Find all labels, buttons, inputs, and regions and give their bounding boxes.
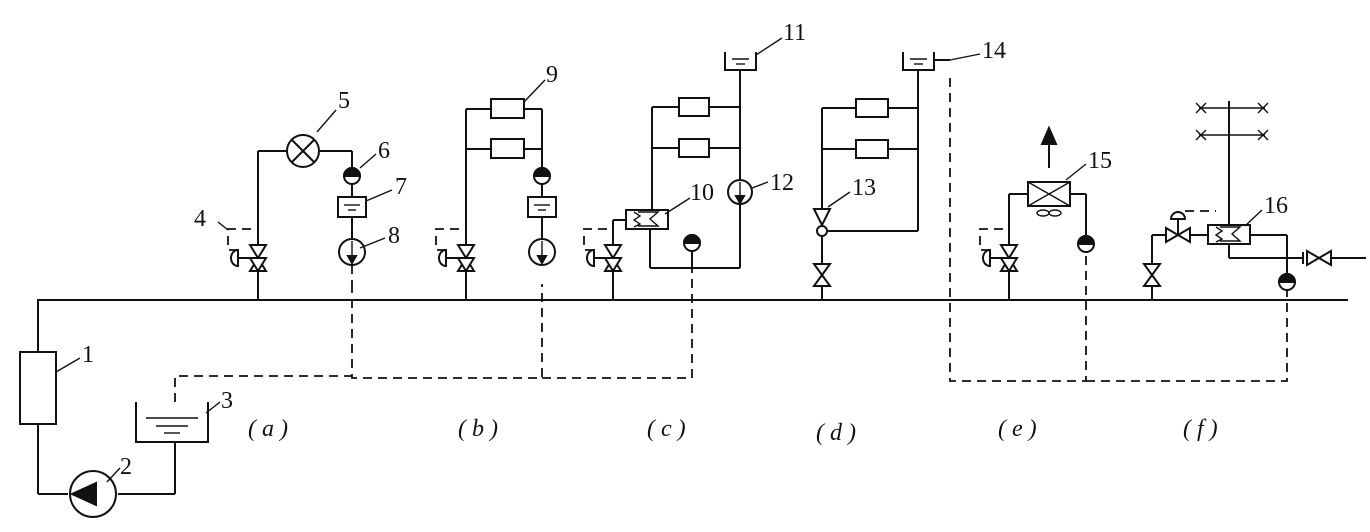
caption-c: ( c ) xyxy=(647,416,686,442)
label-16: 16 xyxy=(1264,193,1288,219)
caption-a: ( a ) xyxy=(248,416,288,442)
caption-e: ( e ) xyxy=(998,416,1037,442)
section-c xyxy=(583,52,757,300)
component-8-flow-meter xyxy=(338,238,366,266)
component-11-tank xyxy=(724,52,757,71)
section-e xyxy=(979,125,1096,300)
section-a xyxy=(227,134,367,300)
main-supply-line xyxy=(37,299,1348,352)
label-1: 1 xyxy=(82,342,94,368)
component-15-fan-cooler xyxy=(1027,181,1071,217)
component-5-lamp xyxy=(286,134,320,168)
label-12: 12 xyxy=(770,170,794,196)
label-11: 11 xyxy=(783,20,806,46)
component-7-tank xyxy=(337,196,367,218)
label-2: 2 xyxy=(120,454,132,480)
section-f xyxy=(1142,101,1366,300)
label-7: 7 xyxy=(395,174,407,200)
label-4: 4 xyxy=(194,206,206,232)
caption-d: ( d ) xyxy=(816,420,856,446)
label-10: 10 xyxy=(690,180,714,206)
component-1-heater xyxy=(19,351,57,425)
label-13: 13 xyxy=(852,175,876,201)
return-line xyxy=(174,78,1288,402)
caption-f: ( f ) xyxy=(1183,416,1218,442)
section-d xyxy=(812,52,950,300)
label-15: 15 xyxy=(1088,148,1112,174)
component-3-tank xyxy=(135,402,209,443)
component-6-check-valve xyxy=(342,167,362,185)
component-9-resistor xyxy=(490,98,525,119)
component-13-nozzle xyxy=(812,208,832,237)
label-3: 3 xyxy=(221,388,233,414)
leader-lines xyxy=(55,37,1263,483)
section-captions: ( a ) ( b ) ( c ) ( d ) ( e ) ( f ) xyxy=(248,416,1218,446)
component-16-heat-exchanger xyxy=(1207,224,1251,245)
label-9: 9 xyxy=(546,62,558,88)
component-2-pump xyxy=(69,470,117,518)
component-12-flow-meter xyxy=(727,179,753,206)
component-4-valve xyxy=(227,228,268,273)
source-loop xyxy=(19,351,209,518)
label-8: 8 xyxy=(388,223,400,249)
section-b xyxy=(435,98,557,300)
label-6: 6 xyxy=(378,138,390,164)
caption-b: ( b ) xyxy=(458,416,498,442)
label-5: 5 xyxy=(338,88,350,114)
label-14: 14 xyxy=(982,38,1006,64)
component-10-heat-exchanger xyxy=(625,209,669,230)
component-labels: 1 2 3 4 5 6 7 8 9 10 11 12 13 14 15 16 xyxy=(82,20,1288,480)
